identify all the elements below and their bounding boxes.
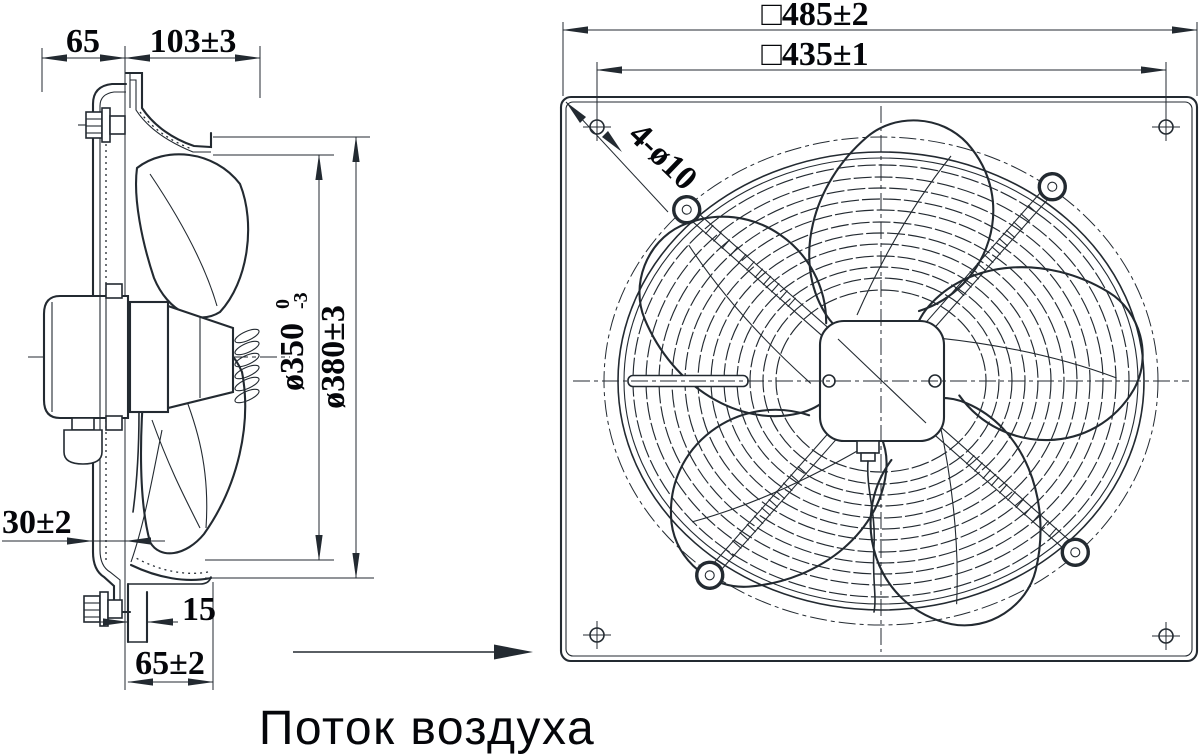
dim-d380: ø380±3: [205, 136, 374, 579]
bell-mouth-bottom: [126, 557, 214, 690]
motor-hub: [818, 319, 946, 613]
dim-d350: ø350 0 -3: [205, 154, 334, 561]
guard-struts: [627, 172, 1090, 590]
dim-d350-tol-upper: 0: [272, 299, 294, 309]
bottom-bolt: [83, 591, 123, 627]
airflow-caption: Поток воздуха: [259, 702, 595, 755]
dim-d380-label: ø380±3: [315, 305, 352, 409]
dim-15: 15: [94, 591, 216, 628]
dim-65-2: 65±2: [127, 645, 214, 686]
holes-leader-label: 4-ø10: [621, 116, 704, 198]
front-view: □485±2 □435±1 4-ø10: [559, 0, 1199, 663]
motor: [42, 283, 130, 465]
shaft-spring: [234, 328, 260, 404]
dim-485: □485±2: [562, 0, 1198, 96]
airflow-arrow: [293, 644, 533, 660]
bell-mouth-top: [124, 71, 213, 153]
dim-65: 65: [41, 23, 126, 92]
hub-and-shaft: [128, 300, 260, 414]
dim-d350-tol-lower: -3: [290, 292, 312, 309]
dim-30-label: 30±2: [2, 504, 72, 541]
hub-cable-gland: [856, 440, 880, 454]
dim-103-label: 103±3: [150, 23, 237, 60]
power-cable: [866, 460, 876, 613]
panel-outline: [559, 95, 1199, 663]
dim-15-label: 15: [182, 591, 216, 628]
dim-435-label: □435±1: [761, 36, 868, 73]
dim-30: 30±2: [2, 504, 165, 545]
dim-435: □435±1: [596, 36, 1167, 120]
dim-65-2-label: 65±2: [135, 645, 205, 682]
impeller-blades-front: [638, 119, 1144, 627]
dim-65-label: 65: [66, 23, 100, 60]
dim-103: 103±3: [124, 23, 261, 98]
top-bolt: [78, 107, 126, 143]
side-view: 65 103±3 ø350 0 -3 ø380±3: [2, 23, 374, 690]
dim-d350-label: ø350: [274, 323, 311, 391]
panel-inner-edge: [565, 101, 1193, 657]
dim-485-label: □485±2: [761, 0, 868, 33]
